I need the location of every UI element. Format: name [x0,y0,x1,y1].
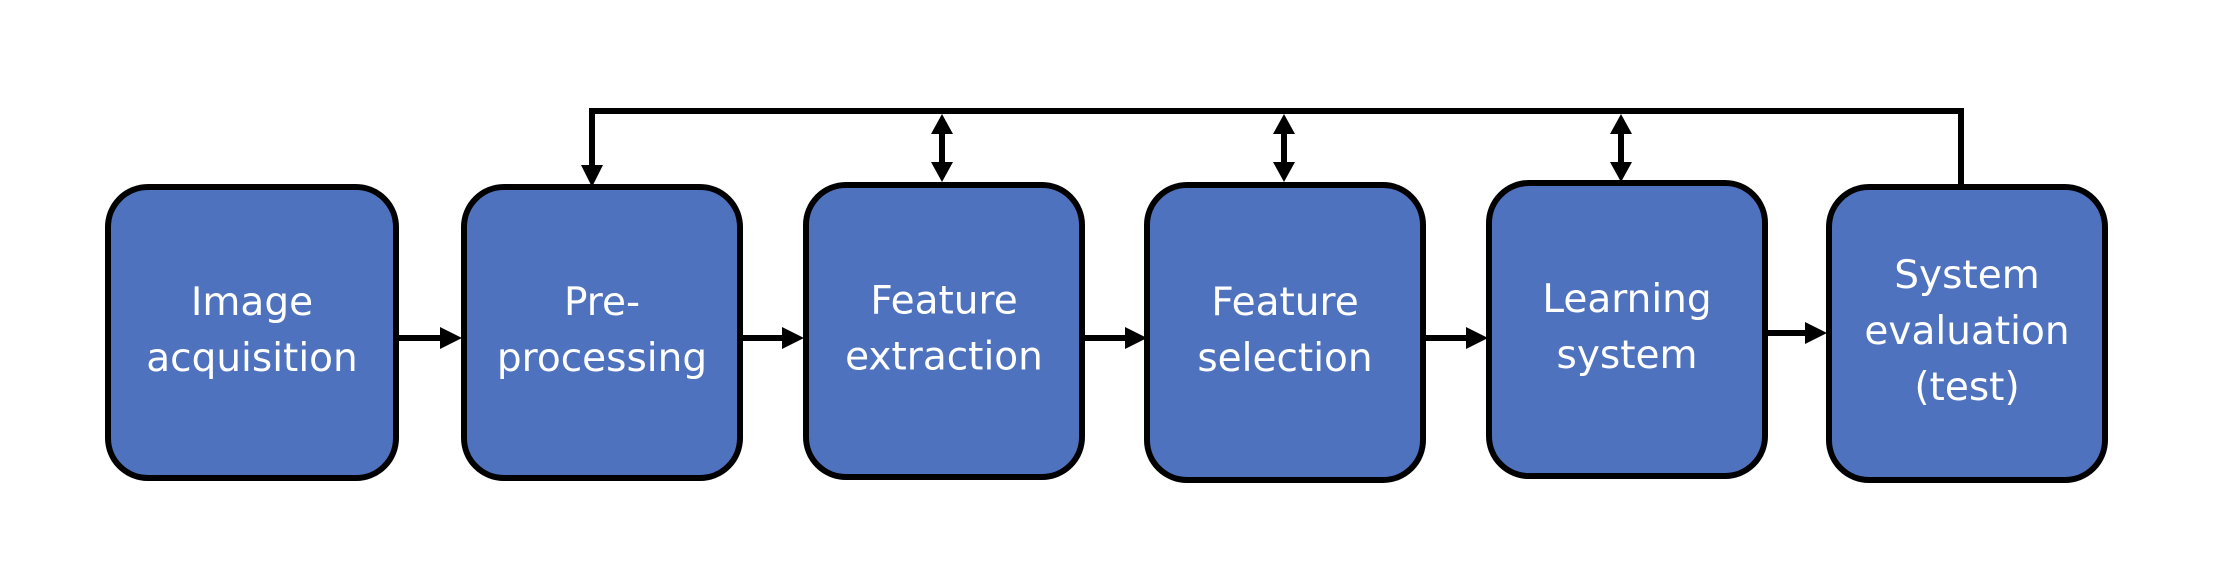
stage-label-learning-system: system [1557,333,1698,378]
bidirectional-link-feature-selection [1273,114,1295,182]
stage-pre-processing: Pre-processing [461,184,743,481]
flow-arrow-2 [740,327,804,349]
stage-label-system-evaluation: System [1894,253,2039,298]
stage-box-feature-extraction [803,182,1085,480]
stage-label-image-acquisition: Image [191,280,313,325]
stage-label-feature-selection: Feature [1211,280,1358,325]
stage-label-feature-extraction: Feature [870,279,1017,324]
stage-box-learning-system [1486,180,1768,479]
stage-label-pre-processing: Pre- [564,280,640,325]
stage-label-feature-selection: selection [1197,336,1372,381]
bidirectional-link-learning-system [1610,114,1632,182]
stage-box-feature-selection [1144,182,1426,483]
stage-label-image-acquisition: acquisition [146,336,358,381]
stage-label-system-evaluation: (test) [1914,365,2019,410]
stage-label-learning-system: Learning [1542,277,1711,322]
flow-arrow-5 [1765,322,1827,344]
stage-box-system-evaluation [1826,184,2108,483]
stage-feature-extraction: Feature extraction [803,182,1085,480]
bidirectional-link-feature-extraction [931,114,953,182]
feedback-loop-arrowhead [581,165,603,187]
flow-arrow-3 [1083,327,1147,349]
stage-box-pre-processing [461,184,743,481]
stage-image-acquisition: Image acquisition [105,184,399,481]
stage-learning-system: Learning system [1486,180,1768,479]
flow-arrow-4 [1424,327,1488,349]
stage-label-system-evaluation: evaluation [1864,309,2069,354]
stage-box-image-acquisition [105,184,399,481]
stage-layer: Image acquisition Pre-processing Feature ext… [105,180,2108,483]
stage-label-feature-extraction: extraction [845,335,1043,380]
flow-arrow-1 [398,327,462,349]
stage-label-pre-processing: processing [497,336,707,381]
stage-system-evaluation: System evaluation (test) [1826,184,2108,483]
feedback-loop-line [589,108,1964,188]
stage-feature-selection: Feature selection [1144,182,1426,483]
